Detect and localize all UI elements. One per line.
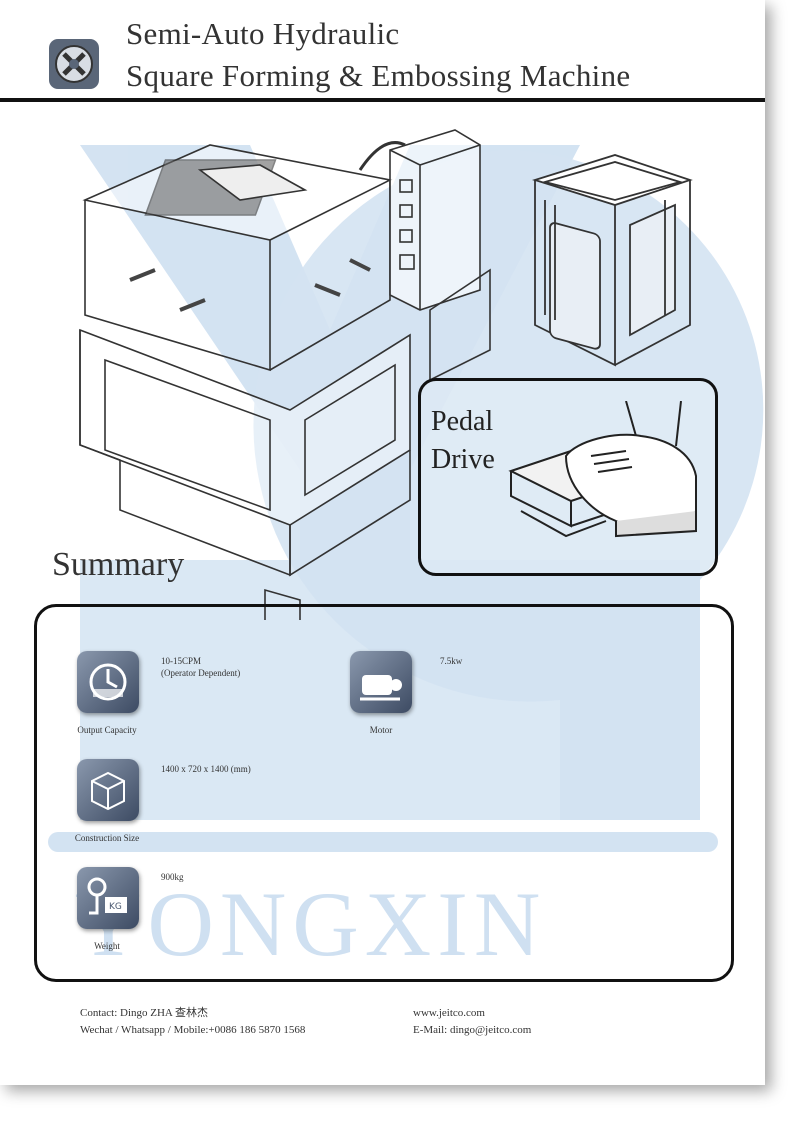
document-page: YONGXIN Semi-Auto Hydraulic Square Formi… — [0, 0, 765, 1039]
pedal-label-line2: Drive — [431, 444, 495, 475]
page-title-line1: Semi-Auto Hydraulic — [126, 16, 400, 51]
pedal-drive-label: Pedal Drive — [431, 403, 521, 479]
foot-pedal-icon — [508, 401, 697, 538]
summary-heading: Summary — [52, 546, 185, 583]
scale-icon: KG — [77, 867, 139, 929]
pedal-drive-panel: Pedal Drive — [418, 378, 718, 576]
weight-label: Weight — [94, 941, 120, 951]
svg-text:KG: KG — [109, 902, 122, 912]
output-capacity-value: 10-15CPM (Operator Dependent) — [161, 655, 240, 679]
output-capacity-label: Output Capacity — [77, 725, 137, 735]
motor-icon — [350, 651, 412, 713]
page-title-line2: Square Forming & Embossing Machine — [126, 58, 631, 93]
footer-web: www.jeitco.com E-Mail: dingo@jeitco.com — [413, 1005, 531, 1039]
footer-website-link[interactable]: www.jeitco.com — [413, 1007, 485, 1019]
capacity-icon — [77, 651, 139, 713]
square-can-illustration — [531, 154, 693, 367]
footer-email-link[interactable]: E-Mail: dingo@jeitco.com — [413, 1024, 532, 1036]
page-header: Semi-Auto Hydraulic Square Forming & Emb… — [0, 0, 765, 102]
brand-logo-icon — [49, 39, 99, 89]
header-divider — [0, 98, 765, 102]
construction-size-value: 1400 x 720 x 1400 (mm) — [161, 764, 251, 774]
cube-icon — [77, 759, 139, 821]
summary-panel: Output Capacity 10-15CPM (Operator Depen… — [34, 604, 734, 982]
output-capacity-value-line2: (Operator Dependent) — [161, 668, 241, 678]
output-capacity-value-line1: 10-15CPM — [161, 656, 202, 666]
machine-illustration — [79, 129, 491, 620]
motor-label: Motor — [369, 725, 393, 735]
footer-phone: Wechat / Whatsapp / Mobile:+0086 186 587… — [80, 1024, 306, 1036]
pedal-label-line1: Pedal — [431, 406, 494, 437]
weight-value: 900kg — [161, 872, 184, 882]
footer-contact: Contact: Dingo ZHA 查林杰 Wechat / Whatsapp… — [80, 1005, 305, 1039]
footer-contact-name: Contact: Dingo ZHA 查林杰 — [80, 1007, 209, 1019]
construction-size-label: Construction Size — [74, 833, 140, 843]
motor-value: 7.5kw — [440, 656, 463, 666]
